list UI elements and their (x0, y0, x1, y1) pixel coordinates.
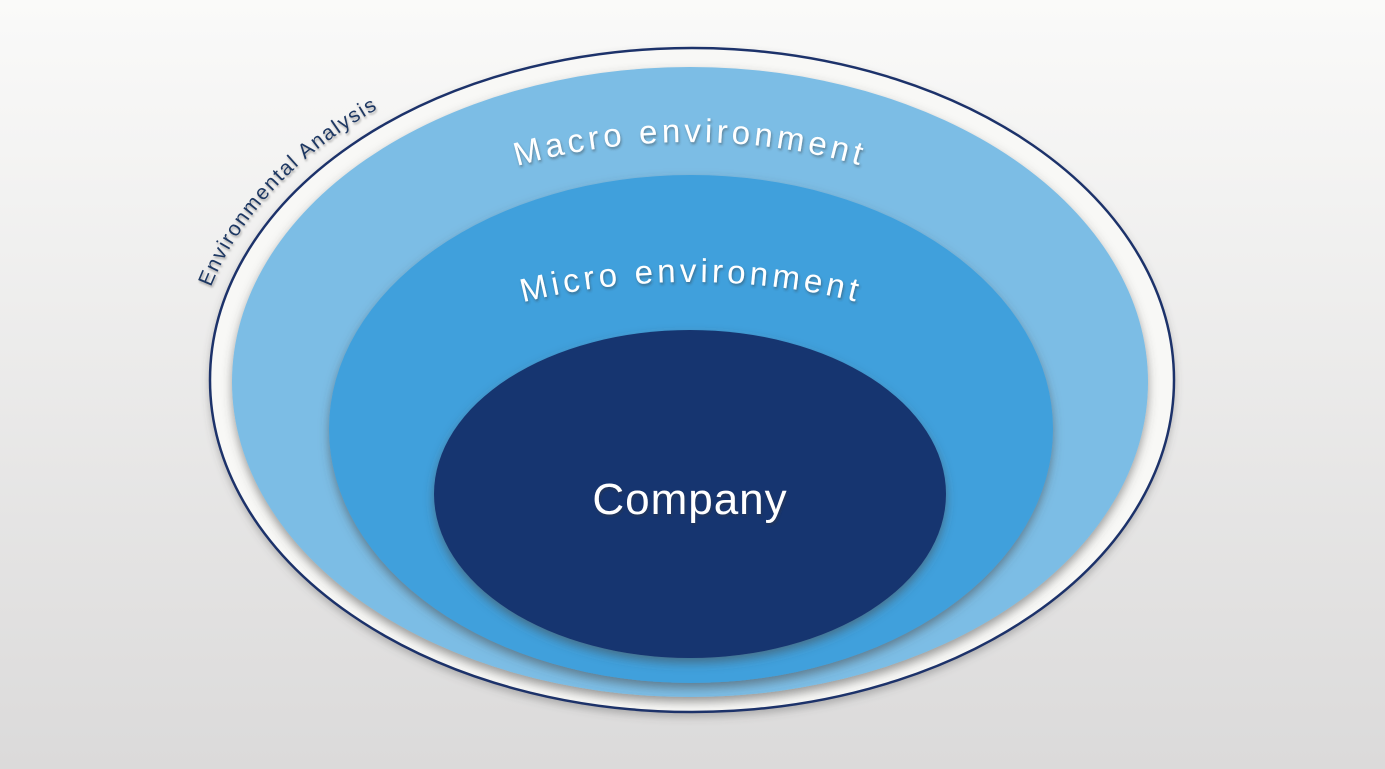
company-label: Company (592, 475, 787, 524)
company-ellipse (434, 330, 946, 658)
